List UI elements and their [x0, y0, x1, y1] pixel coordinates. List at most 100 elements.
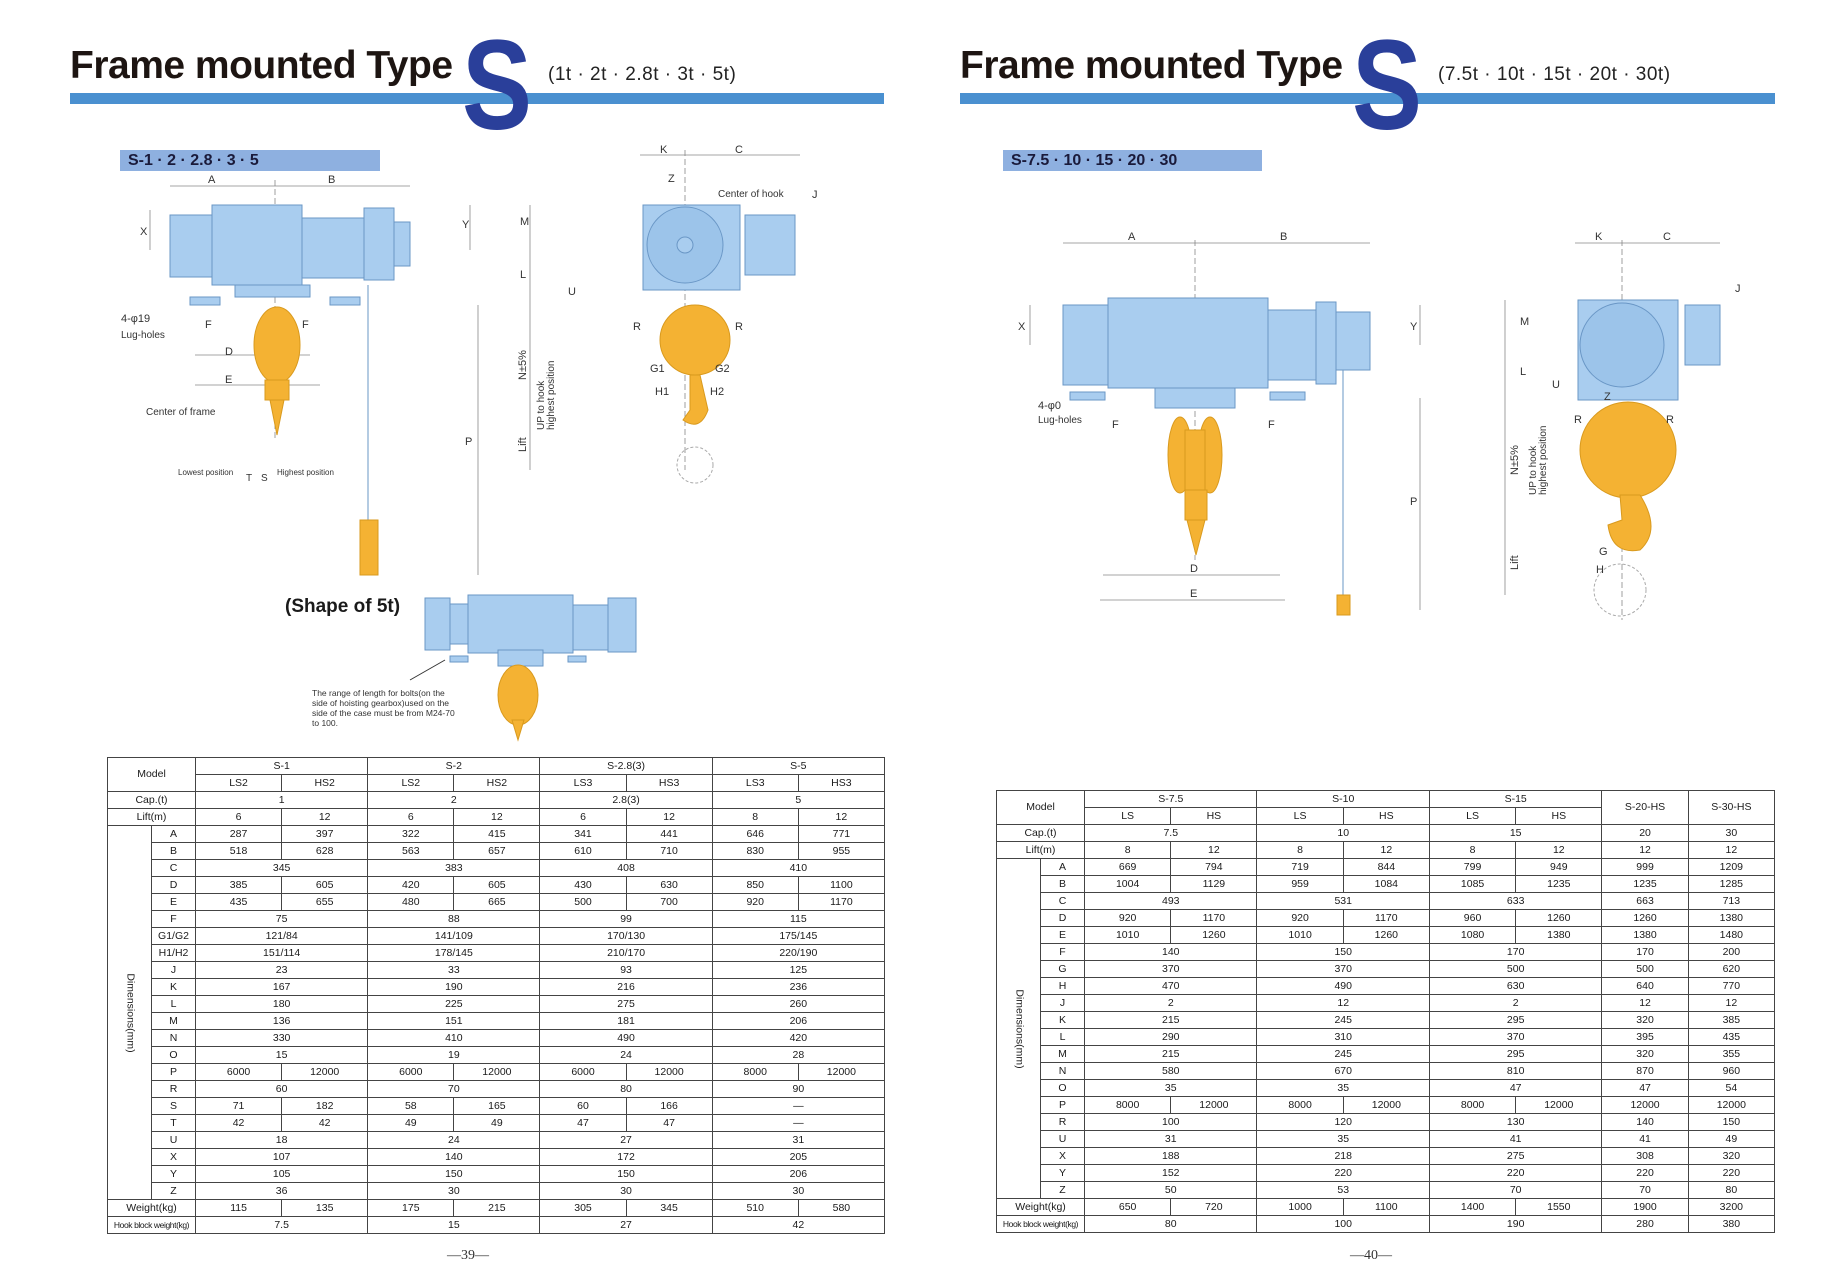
table-cell: 6 [195, 808, 283, 826]
dimension-letter: M [1039, 1045, 1086, 1063]
table-cell: 493 [1084, 892, 1258, 910]
table-cell: 30 [1687, 824, 1776, 842]
table-cell: 36 [195, 1182, 369, 1200]
table-cell: 960 [1428, 909, 1517, 927]
table-cell: 655 [281, 893, 369, 911]
model-group-header: S-30-HS [1687, 790, 1776, 825]
row-label: Hook block weight(kg) [995, 1215, 1086, 1233]
model-variant-header: LS3 [539, 774, 627, 792]
table-cell: 75 [195, 910, 369, 928]
table-cell: 500 [539, 893, 627, 911]
svg-text:C: C [1663, 231, 1671, 243]
table-cell: 140 [367, 1148, 541, 1166]
hook-side-large [1579, 401, 1677, 552]
table-cell: 180 [195, 995, 369, 1013]
table-cell: 7.5 [1084, 824, 1258, 842]
table-cell: 175 [367, 1199, 455, 1217]
dimension-letter: N [150, 1029, 197, 1047]
table-cell: 8 [1428, 841, 1517, 859]
svg-text:G2: G2 [715, 363, 730, 375]
dimension-letter: H [1039, 977, 1086, 995]
table-cell: 135 [281, 1199, 369, 1217]
table-cell: 99 [539, 910, 713, 928]
table-cell: 2 [367, 791, 541, 809]
table-cell: 630 [625, 876, 713, 894]
table-cell: 24 [367, 1131, 541, 1149]
table-cell: 290 [1084, 1028, 1258, 1046]
svg-text:Z: Z [1604, 391, 1611, 403]
table-cell: 115 [195, 1199, 283, 1217]
table-cell: 125 [711, 961, 886, 979]
model-variant-header: HS [1342, 807, 1430, 825]
bolt-length-note: The range of length for bolts(on the sid… [312, 688, 455, 728]
table-cell: 8000 [711, 1063, 799, 1081]
hook-side-small [659, 304, 731, 425]
table-cell: 308 [1601, 1147, 1689, 1165]
hook-block-5t [497, 664, 539, 742]
table-cell: 518 [195, 842, 283, 860]
svg-text:F: F [1268, 419, 1275, 431]
table-cell: 415 [453, 825, 541, 843]
table-cell: 136 [195, 1012, 369, 1030]
capacity-range-right: (7.5t · 10t · 15t · 20t · 30t) [1438, 64, 1671, 85]
table-cell: 205 [711, 1148, 886, 1166]
table-cell: 218 [1256, 1147, 1430, 1165]
dimension-letter: C [150, 859, 197, 877]
dimension-letter: F [1039, 943, 1086, 961]
svg-text:R: R [735, 321, 743, 333]
series-tag-right: S-7.5 · 10 · 15 · 20 · 30 [1003, 150, 1262, 171]
dimension-letter: O [150, 1046, 197, 1064]
dimension-letter: B [150, 842, 197, 860]
dimension-letter: D [1039, 909, 1086, 927]
table-cell: 1550 [1515, 1198, 1603, 1216]
table-cell: 18 [195, 1131, 369, 1149]
svg-text:T: T [246, 473, 252, 484]
table-cell: 2 [1084, 994, 1258, 1012]
svg-text:R: R [1666, 414, 1674, 426]
table-cell: 190 [367, 978, 541, 996]
table-cell: 1380 [1515, 926, 1603, 944]
table-cell: 1100 [797, 876, 886, 894]
table-cell: 2 [1428, 994, 1603, 1012]
table-cell: 1080 [1428, 926, 1517, 944]
table-cell: 6000 [539, 1063, 627, 1081]
table-cell: 12 [1687, 994, 1776, 1012]
page-number-left: —39— [447, 1248, 489, 1263]
table-cell: 320 [1601, 1011, 1689, 1029]
dimensions-label-text: Dimensions(mm) [1013, 988, 1025, 1069]
table-cell: 383 [367, 859, 541, 877]
table-cell: 170/130 [539, 927, 713, 945]
dimension-letter: J [150, 961, 197, 979]
svg-text:N±5%: N±5% [517, 350, 529, 380]
dimension-letter: E [1039, 926, 1086, 944]
svg-text:K: K [1595, 231, 1603, 243]
table-cell: 12000 [281, 1063, 369, 1081]
svg-text:F: F [205, 319, 212, 331]
svg-text:X: X [140, 226, 148, 238]
table-cell: 215 [1084, 1011, 1258, 1029]
row-label: Weight(kg) [106, 1199, 197, 1217]
svg-text:H1: H1 [655, 386, 669, 398]
svg-text:B: B [1280, 231, 1287, 243]
table-cell: 1010 [1256, 926, 1344, 944]
table-cell: 47 [1428, 1079, 1603, 1097]
dimensions-label: Dimensions(mm) [107, 825, 152, 1200]
svg-text:Lowest position: Lowest position [178, 468, 233, 477]
table-cell: 580 [1084, 1062, 1258, 1080]
dimension-letter: X [1039, 1147, 1086, 1165]
row-label: Lift(m) [106, 808, 197, 826]
table-cell: 669 [1084, 858, 1172, 876]
